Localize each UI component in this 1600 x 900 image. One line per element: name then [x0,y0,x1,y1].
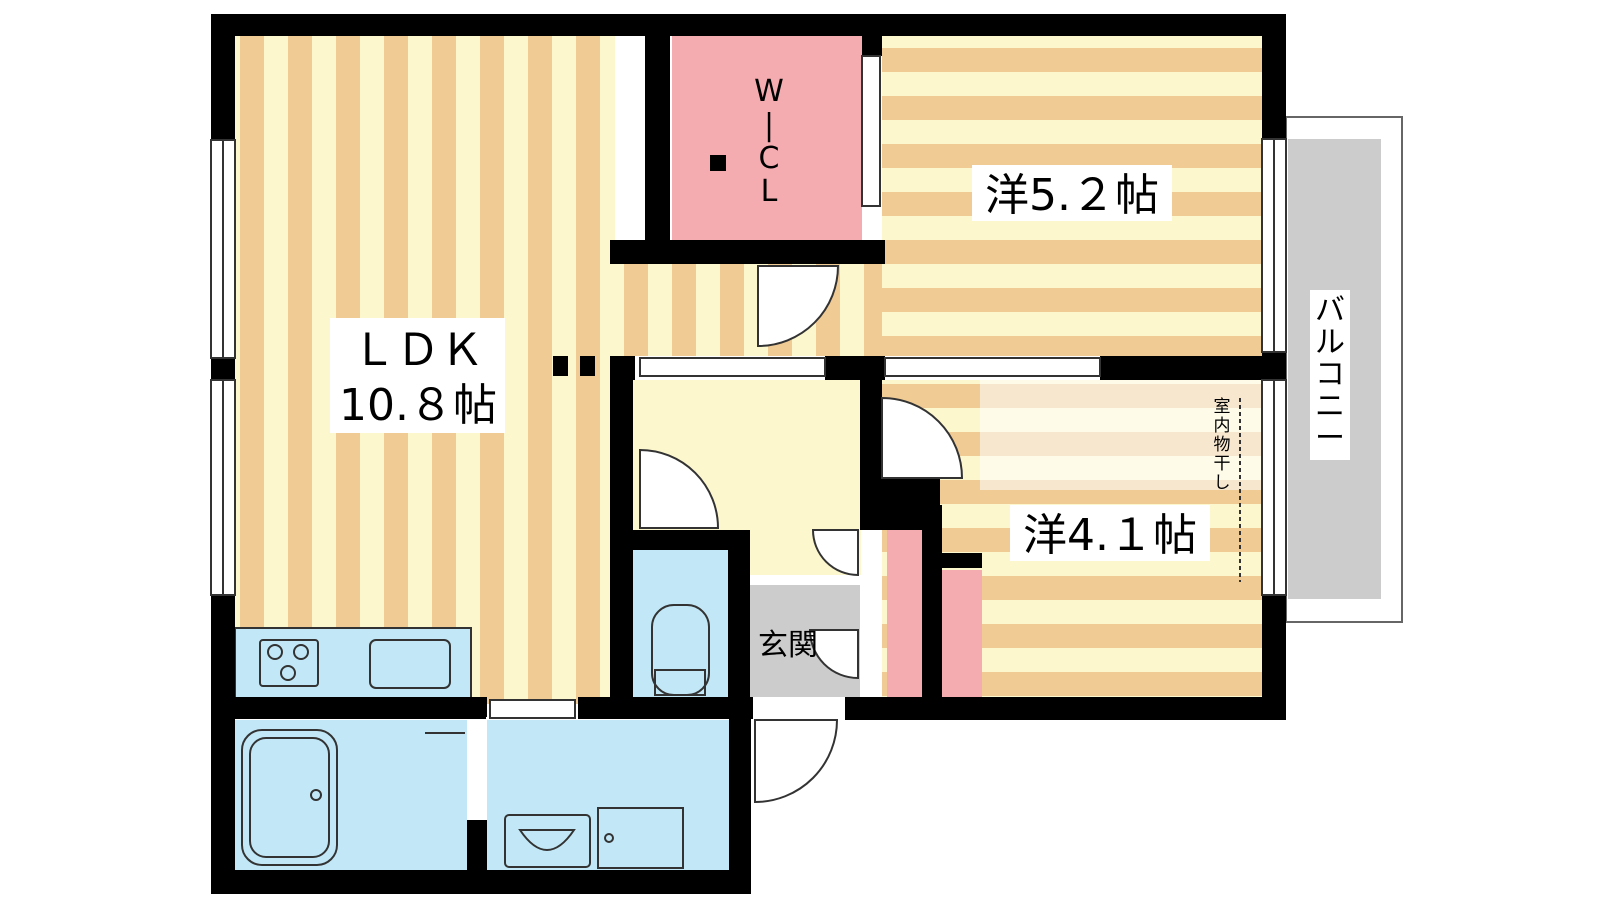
fixtures [241,604,710,869]
ldk-label: ＬＤＫ [352,325,484,376]
wall-bath-right [729,697,751,894]
door-western-b [881,396,964,479]
wall-toilet-top [633,530,748,550]
wall-mid-horizontal [211,697,486,719]
western-a-label: 洋5.２帖 [985,170,1159,221]
western-b-white [980,380,1262,490]
balcony-label-3: コ [1315,357,1345,392]
wall-mid-row-2 [825,356,885,380]
indoor-drying-4: 干 [1214,454,1231,474]
wall-wic-right [862,36,882,56]
door-closet-2 [808,629,859,680]
door-entrance [754,719,839,804]
wall-outer-right-top [1262,14,1286,139]
wic-floor [672,36,862,241]
indoor-drying-3: 物 [1214,435,1231,455]
corridor-floor [615,262,882,356]
washroom-floor [487,720,729,870]
wic-door [861,55,881,207]
entrance-label: 玄関 [758,628,818,663]
sliding-door-wash [489,699,576,719]
wall-ldk-right [610,356,633,700]
balcony-label-5: ー [1315,421,1345,456]
wall-closet-top [922,553,982,568]
labels: ＬＤＫ 10.８帖 洋5.２帖 洋4.１帖 玄関 W | C L バ ル コ ニ… [330,74,1350,663]
wic-dot [710,155,726,171]
wall-bath-divider [467,697,487,717]
wall-closet-divider [922,505,942,720]
dot-2 [580,356,595,376]
closet-c [942,570,982,700]
balcony-label-2: ル [1315,325,1345,360]
wall-mid-horizontal-2 [578,697,753,719]
indoor-drying-1: 室 [1214,397,1231,417]
wall-hall-right-top [860,380,882,475]
stove [259,639,319,687]
wic-label-l: L [761,174,778,209]
wall-bottom-right [845,697,1286,720]
dot-1 [553,356,568,376]
wash-basin [504,814,591,868]
washing-machine [597,807,684,869]
wall-mid-row-1 [610,356,635,380]
wall-toilet-right [728,530,750,700]
closet-b [887,528,922,700]
ldk-size-label: 10.８帖 [339,380,497,431]
wall-mid-row-3 [1100,356,1286,380]
door-closet-1 [811,529,859,577]
wall-wic-left [645,14,670,264]
door-toilet [639,448,720,529]
sink [369,639,451,689]
indoor-drying-2: 内 [1214,416,1231,436]
sliding-door-hall [639,357,826,377]
indoor-drying-5: し [1214,473,1231,493]
wic-label-c: C [759,141,780,176]
bathtub [241,729,338,866]
wall-wic-bottom [610,240,885,264]
bath-floor [235,720,467,870]
sliding-door-b [884,357,1101,377]
wic-label-w: W [754,74,784,109]
balcony-label-4: ニ [1315,389,1345,424]
wic-label-bar: | [764,108,774,143]
doors [210,55,1287,804]
wall-outer-top [211,14,1286,36]
door-western-a [757,265,840,348]
toilet-floor [633,550,728,700]
wall-bath-divider-2 [467,820,487,894]
western-b-label: 洋4.１帖 [1023,510,1197,561]
balcony-label-1: バ [1315,293,1345,328]
